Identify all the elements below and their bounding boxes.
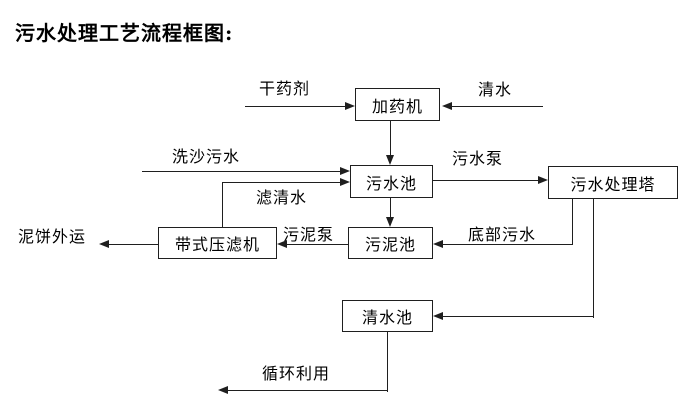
edge-dry-chemical-arrowhead-icon bbox=[345, 102, 355, 110]
edge-tower-to-clean-riser-line bbox=[593, 199, 595, 318]
edge-mud-cake-line bbox=[108, 244, 158, 246]
edge-sewage-pump-line bbox=[433, 180, 539, 182]
edge-sand-washing-arrowhead-icon bbox=[340, 167, 350, 175]
edge-sand-washing-line bbox=[142, 171, 341, 173]
node-treatment-tower: 污水处理塔 bbox=[548, 166, 678, 199]
diagram-title: 污水处理工艺流程框图: bbox=[15, 21, 234, 45]
flow-label-sludge-pump: 污泥泵 bbox=[283, 225, 335, 244]
edge-dosing-to-sewage-line bbox=[390, 121, 392, 157]
edge-sewage-to-sludge-line bbox=[390, 198, 392, 218]
edge-sludge-pump-arrowhead-icon bbox=[277, 240, 287, 248]
node-dosing-machine: 加药机 bbox=[355, 88, 440, 121]
edge-tower-to-clean-arrowhead-icon bbox=[433, 312, 443, 320]
flow-label-recycle-use: 循环利用 bbox=[262, 364, 331, 383]
edge-filtered-water-arrowhead-icon bbox=[340, 178, 350, 186]
edge-sludge-pump-line bbox=[286, 244, 348, 246]
node-belt-filter-press: 带式压滤机 bbox=[158, 227, 277, 259]
edge-dosing-to-sewage-arrowhead-icon bbox=[386, 155, 394, 165]
edge-bottom-sewage-riser-line bbox=[572, 199, 574, 245]
edge-dry-chemical-line bbox=[245, 106, 346, 108]
flow-label-mud-cake-transport: 泥饼外运 bbox=[18, 227, 87, 246]
edge-tower-to-clean-line bbox=[442, 316, 594, 318]
edge-mud-cake-arrowhead-icon bbox=[99, 240, 109, 248]
flow-label-filtered-water: 滤清水 bbox=[256, 188, 308, 207]
edge-sewage-to-sludge-arrowhead-icon bbox=[386, 217, 394, 227]
flow-label-sand-washing-sewage: 洗沙污水 bbox=[172, 147, 241, 166]
node-sludge-pool: 污泥池 bbox=[348, 227, 433, 259]
flow-label-clean-water: 清水 bbox=[478, 80, 513, 99]
flow-label-dry-chemical: 干药剂 bbox=[259, 79, 311, 98]
flow-label-bottom-sewage: 底部污水 bbox=[468, 225, 537, 244]
edge-clean-water-arrowhead-icon bbox=[442, 102, 452, 110]
edge-filtered-water-line bbox=[222, 182, 341, 184]
edge-bottom-sewage-arrowhead-icon bbox=[433, 240, 443, 248]
edge-recycle-arrowhead-icon bbox=[218, 386, 228, 394]
edge-filtered-water-riser-line bbox=[222, 183, 224, 227]
edge-recycle-riser-line bbox=[387, 332, 389, 392]
flow-label-sewage-pump: 污水泵 bbox=[452, 149, 504, 168]
edge-recycle-line bbox=[227, 390, 388, 392]
edge-clean-water-line bbox=[452, 106, 543, 108]
edge-sewage-pump-arrowhead-icon bbox=[538, 176, 548, 184]
node-clean-water-pool: 清水池 bbox=[342, 300, 433, 332]
node-sewage-pool: 污水池 bbox=[350, 165, 433, 198]
edge-bottom-sewage-line bbox=[442, 244, 573, 246]
